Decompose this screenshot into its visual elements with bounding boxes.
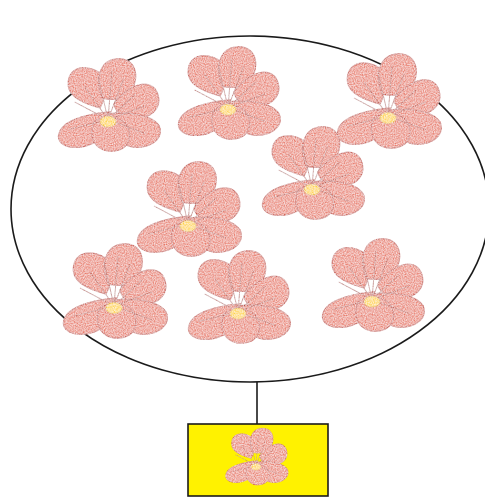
group-flowers <box>58 47 441 343</box>
poppy-flower-icon <box>337 54 441 148</box>
poppy-flower-icon <box>58 59 160 151</box>
poppy-flower-icon <box>63 244 167 338</box>
poppy-flower-icon <box>188 251 290 343</box>
poppy-flower-icon <box>322 239 424 331</box>
poppy-flower-icon <box>178 47 280 139</box>
poppy-flower-icon <box>137 162 241 256</box>
